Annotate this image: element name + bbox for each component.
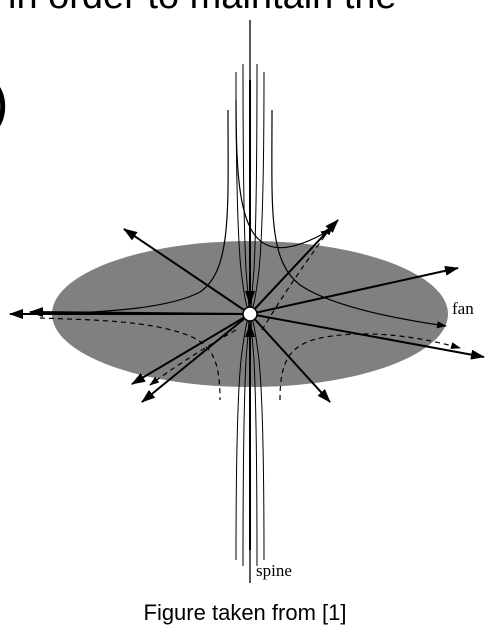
null-point — [243, 307, 257, 321]
fan-label: fan — [452, 299, 474, 318]
spine-label: spine — [256, 561, 292, 580]
figure-caption: Figure taken from [1] — [0, 598, 490, 628]
